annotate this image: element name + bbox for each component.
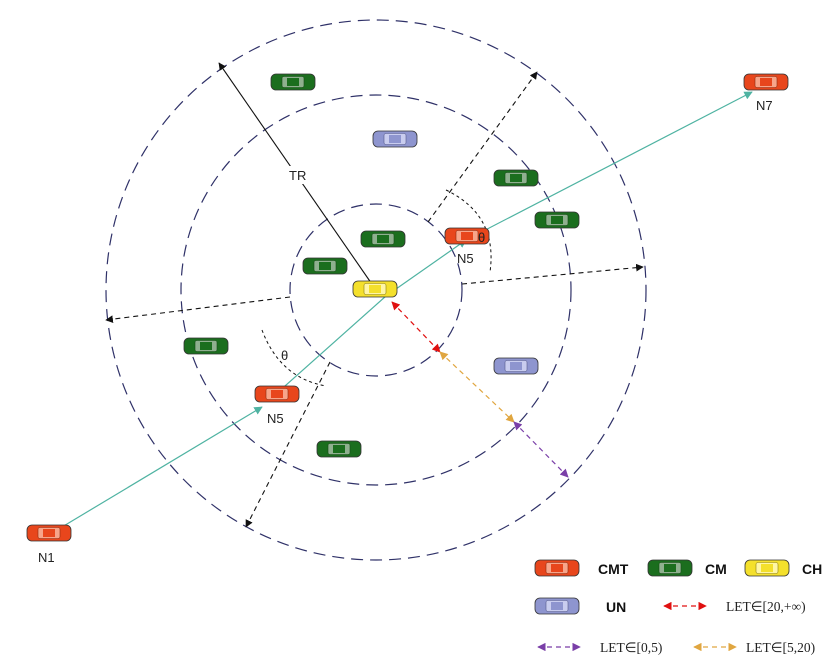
theta-arcs: [261, 189, 492, 387]
legend-swatch-un: [534, 597, 580, 615]
vehicle-cmt-n7: [743, 73, 789, 91]
vehicle-cmt-n5-upper: [444, 227, 490, 245]
theta-arc-upper: [445, 189, 492, 273]
vehicle-cm: [270, 73, 316, 91]
radial-arrow-right: [461, 263, 644, 285]
tr-label-background: [287, 166, 311, 184]
legend-label-un: UN: [606, 599, 626, 615]
legend-label-let-gold: LET∈[5,20): [746, 640, 815, 655]
legend-label-let-purple: LET∈[0,5): [600, 640, 662, 655]
let-arrow-gold: [439, 351, 515, 423]
trajectory-segment-n1-n5: [61, 406, 263, 528]
trajectory-segment-n5-ch: [275, 295, 387, 395]
legend-label-cm: CM: [705, 561, 727, 577]
vehicle-cm: [360, 230, 406, 248]
radial-arrows: [105, 71, 644, 528]
label-n5-lower: N5: [267, 411, 284, 426]
tr-label: TR: [289, 168, 306, 183]
vehicle-ch: [352, 280, 398, 298]
vehicle-cmt-n1: [26, 524, 72, 542]
legend-label-cmt: CMT: [598, 561, 629, 577]
legend-swatch-ch: [744, 559, 790, 577]
let-arrow-purple: [513, 421, 569, 478]
vehicle-cm: [493, 169, 539, 187]
trajectory-segment-ch-n5: [385, 239, 467, 297]
vehicle-cmt-n5-lower: [254, 385, 300, 403]
label-n1: N1: [38, 550, 55, 565]
label-theta-upper: θ: [478, 230, 485, 245]
trajectory-segment-n5-n7: [465, 91, 753, 241]
theta-arc-lower: [261, 329, 327, 387]
let-arrow-red: [391, 301, 441, 353]
vehicle-un: [493, 357, 539, 375]
vehicle-cm: [183, 337, 229, 355]
vehicle-un: [372, 130, 418, 148]
legend-label-ch: CH: [802, 561, 822, 577]
vehicle-cm: [302, 257, 348, 275]
legend: CMT CM CH UN LET∈[20,+∞) LET∈[0,5) LET∈[…: [534, 559, 822, 655]
legend-swatch-cmt: [534, 559, 580, 577]
radial-arrow-left: [105, 296, 291, 323]
ring-outer: [105, 19, 647, 561]
vehicles: [26, 73, 789, 542]
trajectory: [61, 91, 753, 528]
vehicle-cm: [534, 211, 580, 229]
radial-arrow-upper-right: [427, 71, 538, 223]
legend-label-let-red: LET∈[20,+∞): [726, 599, 806, 614]
vehicle-cm: [316, 440, 362, 458]
legend-swatch-cm: [647, 559, 693, 577]
label-n7: N7: [756, 98, 773, 113]
label-n5-upper: N5: [457, 251, 474, 266]
label-theta-lower: θ: [281, 348, 288, 363]
radial-arrow-lower-left: [245, 361, 331, 528]
